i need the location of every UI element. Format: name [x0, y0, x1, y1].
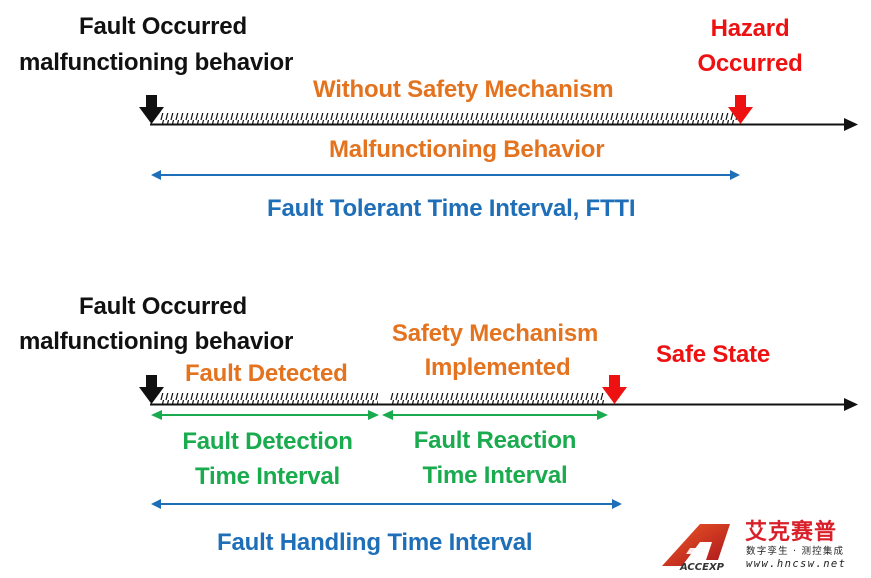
fault-detection-interval-label-line1: Fault Detection [182, 428, 353, 455]
fault-reaction-interval-label-line1: Fault Reaction [413, 427, 577, 454]
top-hatched-region [160, 113, 737, 124]
top-timeline [139, 95, 858, 180]
fault-handling-interval-label: Fault Handling Time Interval [217, 529, 533, 556]
ftti-span-left-arrowhead [151, 170, 161, 180]
ftti-label: Fault Tolerant Time Interval, FTTI [267, 195, 636, 222]
top-fault-occurred-subtitle: malfunctioning behavior [19, 49, 294, 76]
watermark-url: www.hncsw.net [746, 558, 847, 570]
watermark-brand-cn: 艾克赛普 [745, 520, 838, 545]
bottom-time-axis-arrowhead [844, 398, 858, 411]
top-time-axis-arrowhead [844, 118, 858, 131]
reaction-hatched-region [389, 393, 604, 404]
handling-span-right-arrowhead [612, 499, 622, 509]
reaction-span-left-arrowhead [382, 410, 393, 420]
handling-span-left-arrowhead [151, 499, 161, 509]
hazard-occurred-label-line2: Occurred [697, 50, 803, 77]
safety-mechanism-label-line2: Implemented [424, 354, 571, 381]
accexp-logo-icon: ACCEXP [662, 524, 730, 572]
ftti-span-right-arrowhead [730, 170, 740, 180]
safe-state-arrow-icon [602, 375, 627, 404]
detection-span-left-arrowhead [151, 410, 162, 420]
without-safety-mechanism-label: Without Safety Mechanism [313, 76, 614, 103]
fault-detection-interval-label-line2: Time Interval [194, 463, 341, 490]
watermark-tagline-cn: 数字孪生 · 测控集成 [746, 546, 845, 557]
fault-detected-label: Fault Detected [185, 360, 348, 387]
malfunctioning-behavior-label: Malfunctioning Behavior [329, 136, 605, 163]
safe-state-label: Safe State [656, 341, 771, 368]
bottom-timeline [139, 375, 858, 509]
top-fault-occurred-title: Fault Occurred [79, 13, 247, 40]
reaction-span-right-arrowhead [597, 410, 608, 420]
hazard-occurred-arrow-icon [728, 95, 753, 124]
bottom-fault-occurred-subtitle: malfunctioning behavior [19, 328, 294, 355]
hazard-occurred-label-line1: Hazard [710, 15, 790, 42]
svg-text:ACCEXP: ACCEXP [679, 562, 725, 572]
fault-reaction-interval-label-line2: Time Interval [422, 462, 568, 489]
detection-hatched-region [160, 393, 378, 404]
safety-mechanism-label-line1: Safety Mechanism [391, 320, 599, 347]
top-fault-occurred-arrow-icon [139, 95, 164, 124]
watermark-logo: ACCEXP 艾克赛普 数字孪生 · 测控集成 www.hncsw.net [660, 520, 865, 572]
detection-span-right-arrowhead [368, 410, 379, 420]
bottom-fault-occurred-title: Fault Occurred [79, 293, 247, 320]
bottom-fault-occurred-arrow-icon [139, 375, 164, 404]
